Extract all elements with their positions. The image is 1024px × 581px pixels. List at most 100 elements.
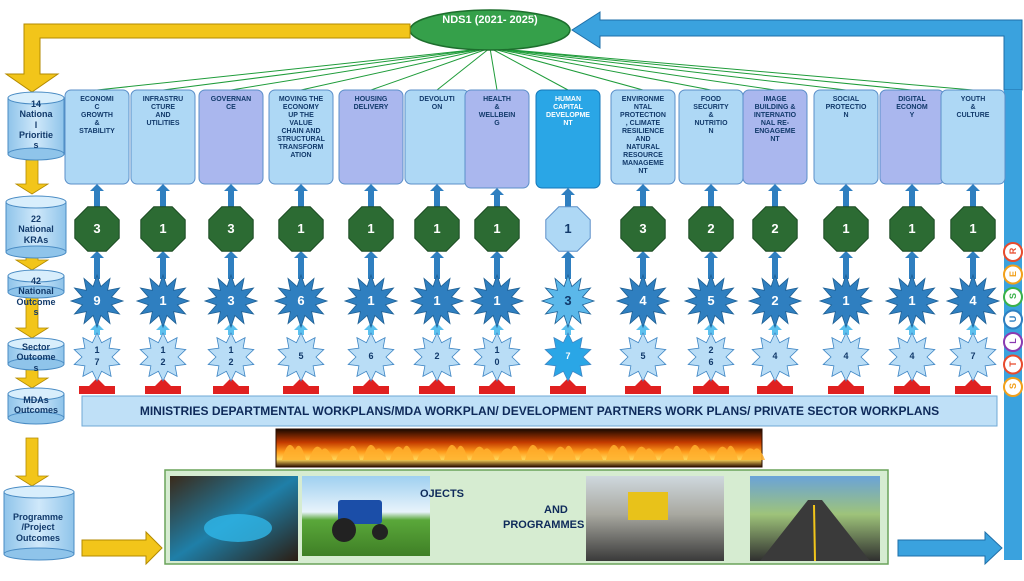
flame-17 <box>714 445 738 460</box>
kra-count-octagon-4 <box>278 206 324 252</box>
red-arrow-12 <box>828 378 864 394</box>
outcome-count-star-9 <box>615 273 671 329</box>
outcome-count-13: 1 <box>908 293 916 308</box>
kras-cylinder-body <box>5 201 67 253</box>
results-letter-7: S <box>1008 383 1018 390</box>
arrow-sector-to-star-7 <box>490 323 504 335</box>
outcomes-cylinder <box>7 269 65 299</box>
kra-count-7: 1 <box>493 221 501 236</box>
sector-count-star-2 <box>139 332 187 382</box>
results-circle-6 <box>1003 354 1023 375</box>
arrow-octagon-to-kra-9 <box>636 184 650 207</box>
flame-8 <box>471 446 495 460</box>
outcome-count-4: 6 <box>297 293 305 308</box>
kra-count-14: 1 <box>969 221 977 236</box>
kra-boxes <box>64 89 1006 189</box>
kra-count-3: 3 <box>227 221 235 236</box>
outcome-count-star-11 <box>747 273 803 329</box>
programme-outcomes-cylinder-base <box>3 547 75 561</box>
outcome-count-9: 4 <box>639 293 647 308</box>
outcome-count-12: 1 <box>842 293 850 308</box>
arrow-star-to-octagon-6 <box>430 251 444 279</box>
arrow-star-to-octagon-2 <box>156 251 170 279</box>
yellow-arrow-nds-to-priorities <box>4 23 411 93</box>
nds-ray-2 <box>162 47 491 91</box>
sector-count-star-6 <box>413 332 461 382</box>
red-arrow-4 <box>283 378 319 394</box>
kra-count-octagon-5 <box>348 206 394 252</box>
sector-outcomes-cylinder <box>7 337 65 371</box>
workplans-bar <box>81 395 998 427</box>
outcome-count-7: 1 <box>493 293 501 308</box>
blue-arrow-to-results <box>897 530 1003 566</box>
outcome-count-8: 3 <box>564 293 572 308</box>
yellow-down-arrow-3 <box>14 295 50 339</box>
arrow-sector-to-star-13 <box>905 323 919 335</box>
programme-outcomes-cylinder-body <box>3 491 75 555</box>
kra-count-octagon-9 <box>620 206 666 252</box>
flame-4 <box>363 444 387 460</box>
sector-count-star-4 <box>277 332 325 382</box>
kra-label-3: GOVERNAN CE <box>210 96 252 112</box>
red-arrow-1 <box>79 378 115 394</box>
arrow-star-to-octagon-10 <box>704 251 718 279</box>
kra-count-octagon-1 <box>74 206 120 252</box>
arrow-star-to-octagon-8 <box>561 251 575 279</box>
red-arrow-7 <box>479 378 515 394</box>
kra-label-5: HOUSING DELIVERY <box>353 96 389 112</box>
red-arrow-6 <box>419 378 455 394</box>
kra-label-10: FOOD SECURITY & NUTRITIO N <box>693 96 729 136</box>
arrow-star-to-octagon-11 <box>768 251 782 279</box>
arrow-octagon-to-kra-5 <box>364 184 378 207</box>
nds-ray-9 <box>489 47 644 91</box>
arrow-octagon-to-kra-2 <box>156 184 170 207</box>
yellow-down-arrow-5 <box>14 437 50 487</box>
kras-cylinder <box>5 195 67 259</box>
sector-count-6: 2 <box>434 351 440 361</box>
outcome-count-star-1 <box>69 273 125 329</box>
kra-count-9: 3 <box>639 221 647 236</box>
sector-count-9: 5 <box>640 351 646 361</box>
arrow-sector-to-star-14 <box>966 323 980 335</box>
arrow-star-to-octagon-3 <box>224 251 238 279</box>
kra-count-12: 1 <box>842 221 850 236</box>
flame-3 <box>336 445 360 460</box>
nds-ray-7 <box>489 47 498 91</box>
arrow-octagon-to-kra-7 <box>490 188 504 207</box>
flame-6 <box>417 448 441 460</box>
sector-count-star-11 <box>751 332 799 382</box>
results-letter-1: R <box>1008 247 1018 255</box>
outcome-count-1: 9 <box>93 293 101 308</box>
arrow-octagon-to-kra-3 <box>224 184 238 207</box>
sector-count-star-13 <box>888 332 936 382</box>
arrow-star-to-octagon-9 <box>636 251 650 279</box>
results-circle-5 <box>1003 332 1023 352</box>
outcome-count-star-6 <box>409 273 465 329</box>
flame-12 <box>579 448 603 460</box>
sector-count-star-14 <box>949 332 997 382</box>
kra-label-12: SOCIAL PROTECTIO N <box>825 96 867 120</box>
outcome-count-star-2 <box>135 273 191 329</box>
national-outcomes-label: 42 National Outcome s <box>16 276 56 318</box>
results-circle-4 <box>1003 309 1023 330</box>
nds-ray-6 <box>436 47 491 91</box>
nds-ray-1 <box>96 47 491 91</box>
kra-count-octagon-8 <box>545 206 591 252</box>
arrow-sector-to-star-8 <box>561 323 575 335</box>
red-arrow-5 <box>353 378 389 394</box>
outcome-count-star-4 <box>273 273 329 329</box>
kra-count-octagon-7 <box>474 206 520 252</box>
outcome-count-star-14 <box>945 273 1001 329</box>
arrow-star-to-octagon-12 <box>839 251 853 279</box>
sector-count-star-1 <box>73 332 121 382</box>
priorities-cylinder <box>7 91 65 161</box>
arrow-octagon-to-kra-4 <box>294 184 308 207</box>
kras-cylinder-top <box>5 195 67 209</box>
red-arrow-14 <box>955 378 991 394</box>
kra-label-9: ENVIRONME NTAL PROTECTION , CLIMATE RESI… <box>620 96 666 176</box>
sector-count-12: 4 <box>843 351 849 361</box>
nds-ray-11 <box>489 47 776 91</box>
kra-label-14: YOUTH & CULTURE <box>956 96 990 120</box>
sector-count-4: 5 <box>298 351 304 361</box>
national-kras-label: 22 National KRAs <box>18 214 54 245</box>
